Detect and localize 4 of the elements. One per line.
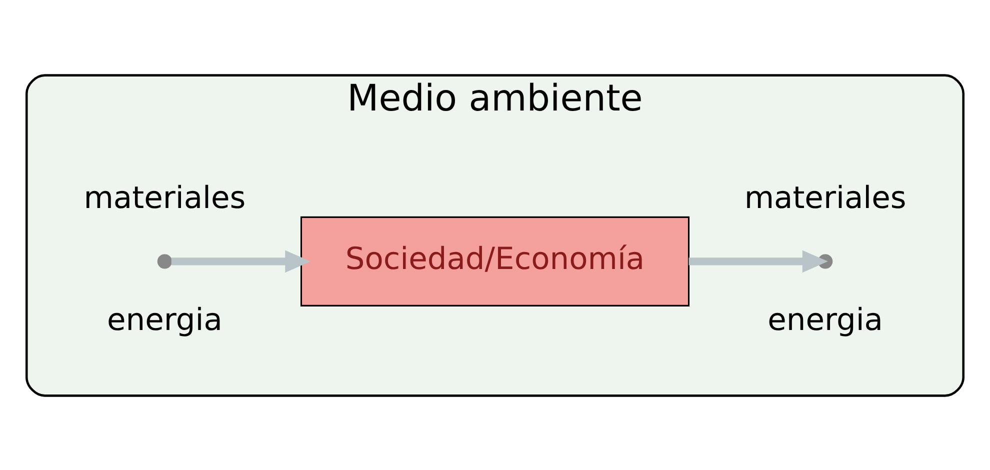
label: materiales — [84, 180, 246, 216]
label: energia — [107, 302, 222, 338]
label: materiales — [744, 180, 906, 216]
label: energia — [768, 302, 883, 338]
